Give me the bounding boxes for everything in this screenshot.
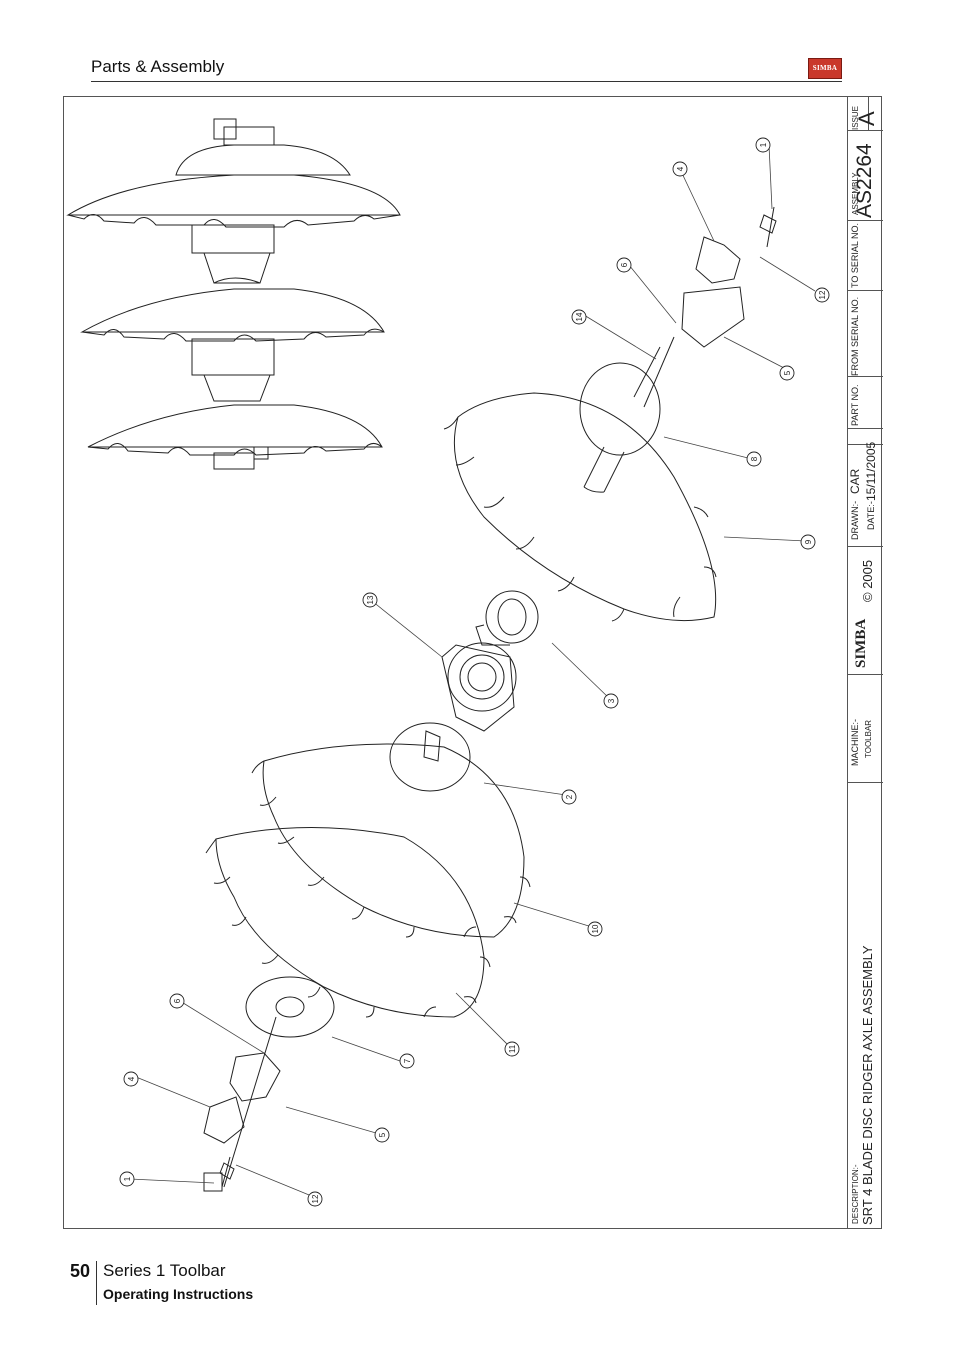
date-value: 15/11/2005 [864, 441, 878, 501]
to-serial-label: TO SERIAL NO. [850, 222, 860, 288]
balloon-label: 3 [607, 698, 616, 703]
tb-divider [848, 376, 883, 377]
manual-subtitle: Operating Instructions [103, 1286, 254, 1302]
part-no-label: PART NO. [850, 384, 860, 426]
balloon-label: 2 [565, 794, 574, 799]
description-value: SRT 4 BLADE DISC RIDGER AXLE ASSEMBLY [860, 945, 875, 1225]
title-block [847, 96, 883, 1229]
tb-divider [848, 220, 883, 221]
tb-divider [848, 290, 883, 291]
series-title: Series 1 Toolbar [103, 1261, 226, 1280]
title-block-logo: SIMBA [853, 618, 869, 668]
section-title: Parts & Assembly [91, 57, 225, 76]
description-label: DESCRIPTION:- [851, 1164, 860, 1224]
balloon-label: 14 [575, 312, 584, 321]
footer-rule [96, 1261, 97, 1305]
lower-shaft-group [203, 976, 335, 1192]
balloon-label: 9 [804, 539, 813, 544]
balloon-numbers: 1 4 6 12 14 5 8 9 13 3 2 10 11 7 6 4 5 1… [123, 142, 827, 1203]
tb-divider [868, 96, 869, 130]
tb-divider [848, 130, 883, 131]
balloon-label: 4 [127, 1076, 136, 1081]
tb-divider [848, 428, 883, 429]
simba-logo: SIMBA [808, 58, 842, 79]
tb-divider [848, 444, 883, 445]
balloon-label: 6 [173, 998, 182, 1003]
balloon-label: 8 [750, 456, 759, 461]
assembled-view [66, 118, 401, 470]
balloon-label: 5 [378, 1132, 387, 1137]
date-label: DATE:- [866, 501, 876, 530]
upper-blade-assembly [443, 206, 777, 622]
tb-divider [848, 546, 883, 547]
page-number: 50 [70, 1261, 91, 1281]
logo-text: SIMBA [812, 64, 838, 72]
assembly-number: AS2264 [853, 143, 876, 218]
balloon-label: 11 [508, 1044, 517, 1053]
balloon-label: 1 [759, 142, 768, 147]
tb-divider [848, 674, 883, 675]
header-rule [91, 81, 842, 82]
balloon-label: 1 [123, 1176, 132, 1181]
balloon-label: 7 [403, 1058, 412, 1063]
exploded-assembly-drawing: 1 4 6 12 14 5 8 9 13 3 2 10 11 7 6 4 5 1… [66, 118, 830, 1207]
drawn-label: DRAWN:- [850, 500, 860, 540]
balloon-label: 6 [620, 262, 629, 267]
issue-value: A [854, 111, 879, 126]
balloon-label: 13 [366, 595, 375, 604]
copyright: © 2005 [860, 559, 875, 602]
machine-label: MACHINE:- [850, 719, 860, 766]
tb-divider [848, 782, 883, 783]
bearing-hub [441, 590, 539, 732]
balloon-callouts [119, 137, 830, 1207]
machine-value: TOOLBAR [864, 719, 873, 758]
balloon-label: 12 [818, 290, 827, 299]
drawing-frame [63, 96, 882, 1229]
from-serial-label: FROM SERIAL NO. [850, 296, 860, 376]
balloon-label: 12 [311, 1194, 320, 1203]
balloon-label: 4 [676, 166, 685, 171]
leader-lines [129, 144, 816, 1198]
drawn-value: CAR [848, 468, 862, 494]
balloon-label: 10 [591, 924, 600, 933]
middle-blades [205, 722, 531, 1018]
balloon-label: 5 [783, 370, 792, 375]
